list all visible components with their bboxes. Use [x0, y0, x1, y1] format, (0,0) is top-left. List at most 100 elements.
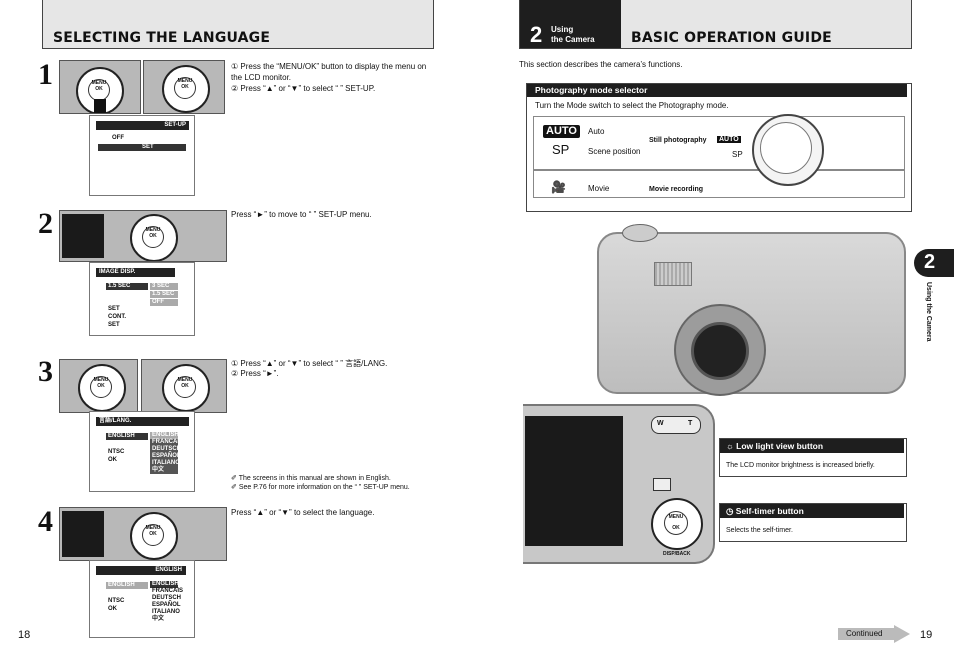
continued-arrow-bg — [838, 628, 894, 640]
low-light-title: Low light view button — [736, 441, 824, 451]
step-1-lcd-title: SET-UP — [164, 122, 186, 128]
left-header-title: SELECTING THE LANGUAGE — [53, 30, 271, 46]
step-4-opt: DEUTSCH — [152, 595, 182, 601]
movie-camera-icon: 🎥 — [551, 180, 566, 194]
step-3-opt: DEUTSCH — [150, 446, 182, 453]
step-4-text-1: Press “▲” or “▼” to select the language. — [231, 508, 375, 517]
step-4-opt: 中文 — [152, 616, 165, 622]
step-2-lcd-row-6: SET — [108, 322, 120, 328]
chapter-label-1: Using — [551, 25, 574, 34]
step-1-text-1: ① Press the “MENU/OK” button to display … — [231, 62, 427, 82]
step-2-lcd-title: IMAGE DISP. — [96, 268, 175, 277]
step-3-opt: FRANCAIS — [150, 439, 183, 446]
note-1: ✐ The screens in this manual are shown i… — [231, 474, 433, 483]
step-3-lcd-row-3: NTSC — [108, 449, 125, 455]
self-timer-title: Self-timer button — [735, 506, 804, 516]
step-3-text-2: ② Press “►”. — [231, 369, 279, 378]
lens-inner — [691, 322, 749, 380]
back-lcd — [525, 416, 623, 546]
mode-list-top — [533, 116, 905, 170]
chapter-label-2: the Camera — [551, 35, 595, 44]
step-1-lcd-row-2: SET — [98, 144, 186, 151]
step-3-text-1: ① Press “▲” or “▼” to select “ ” 言語/LANG… — [231, 359, 388, 368]
note-1-text: The screens in this manual are shown in … — [238, 475, 391, 482]
step-3-lcd-screen: 言語/LANG. ENGLISH NTSC OK ENGLISH FRANCAI… — [89, 411, 195, 492]
right-header-bar: 2 Using the Camera BASIC OPERATION GUIDE — [519, 0, 912, 49]
sp-label: Scene position — [588, 147, 641, 156]
low-light-desc: The LCD monitor brightness is increased … — [726, 462, 875, 469]
step-1-number: 1 — [38, 58, 53, 91]
continued-arrow-head — [894, 625, 910, 643]
mode-selector-title: Photography mode selector — [527, 84, 907, 97]
side-chapter-number: 2 — [924, 251, 936, 273]
sp-badge: SP — [552, 142, 570, 157]
step-3-opt: ENGLISH — [150, 432, 179, 439]
step-2-lcd-opt-3: OFF — [150, 299, 178, 306]
playback-button — [653, 478, 671, 491]
auto-label: Auto — [588, 127, 605, 136]
step-3-opt: ITALIANO — [150, 460, 180, 467]
step-2-text-1: Press “►” to move to “ ” SET-UP menu. — [231, 210, 372, 219]
step-2-lcd-screen: IMAGE DISP. 1.5 SEC SET CONT. SET 3 SEC … — [89, 262, 195, 336]
dial-auto-label: AUTO — [717, 136, 741, 143]
step-4-opt: ITALIANO — [152, 609, 180, 615]
zoom-w-label: W — [657, 420, 664, 427]
step-4-lcd-row-1: ENGLISH — [106, 582, 148, 589]
left-header-bar: SELECTING THE LANGUAGE — [42, 0, 434, 49]
self-timer-desc: Selects the self-timer. — [726, 527, 793, 534]
note-icon: ✐ — [231, 475, 239, 482]
mode-dial-inner — [760, 122, 812, 174]
camera-front-illustration — [597, 232, 906, 396]
dial-sp-label: SP — [732, 150, 743, 159]
note-2: ✐ See P.76 for more information on the “… — [231, 483, 433, 492]
step-2-lcd-opt-2: 1.5 SEC — [150, 291, 178, 298]
timer-icon: ◷ — [726, 506, 736, 516]
auto-badge: AUTO — [543, 125, 580, 138]
self-timer-callout: ◷ Self-timer button Selects the self-tim… — [719, 503, 907, 542]
mode-selector-desc: Turn the Mode switch to select the Photo… — [535, 101, 729, 110]
step-4-opt: ENGLISH — [150, 581, 179, 588]
step-1-lcd-screen: SET-UP OFF SET — [89, 115, 195, 196]
step-3-number: 3 — [38, 355, 53, 388]
step-3-lcd-options: ENGLISH FRANCAIS DEUTSCH ESPAÑOL ITALIAN… — [150, 432, 183, 474]
intro-text: This section describes the camera’s func… — [519, 60, 683, 69]
zoom-t-label: T — [688, 420, 693, 427]
step-4-lcd-title: ENGLISH — [96, 566, 186, 575]
step-2-lcd-row-5: CONT. — [108, 314, 126, 320]
step-4-number: 4 — [38, 505, 53, 538]
step-4-opt: ESPAÑOL — [152, 602, 181, 608]
pointer-hand-icon — [94, 99, 106, 113]
continued-arrow[interactable]: Continued — [838, 625, 912, 643]
zoom-button: W T — [651, 416, 701, 434]
note-2-text: See P.76 for more information on the “ ”… — [238, 484, 410, 491]
step-2-lcd-row-1: 1.5 SEC — [106, 283, 148, 290]
step-4-lcd-screen: ENGLISH ENGLISH NTSC OK ENGLISH FRANCAIS… — [89, 560, 195, 638]
sun-icon: ☼ — [726, 441, 737, 451]
continued-label: Continued — [846, 629, 883, 638]
step-3-opt: ESPAÑOL — [150, 453, 181, 460]
movie-recording-label: Movie recording — [649, 186, 704, 193]
right-header-title: BASIC OPERATION GUIDE — [631, 30, 832, 46]
chapter-tab: 2 Using the Camera — [520, 0, 621, 48]
low-light-title-bar: ☼ Low light view button — [720, 439, 904, 453]
step-4-lcd-row-4: OK — [108, 606, 117, 612]
step-2-lcd-row-4: SET — [108, 306, 120, 312]
step-2-lcd-opt-1: 3 SEC — [150, 283, 178, 290]
mode-selector-box: Photography mode selector Turn the Mode … — [526, 83, 912, 212]
self-timer-title-bar: ◷ Self-timer button — [720, 504, 904, 518]
flash-window — [654, 262, 692, 286]
step-3-lcd-row-1: ENGLISH — [106, 433, 148, 440]
step-2-number: 2 — [38, 207, 53, 240]
movie-label: Movie — [588, 184, 610, 193]
mode-list-bottom — [533, 170, 905, 198]
note-icon: ✐ — [231, 484, 239, 491]
step-3-lcd-row-4: OK — [108, 457, 117, 463]
side-chapter-tab: 2 — [914, 249, 954, 277]
step-3-lcd-title: 言語/LANG. — [96, 417, 189, 426]
